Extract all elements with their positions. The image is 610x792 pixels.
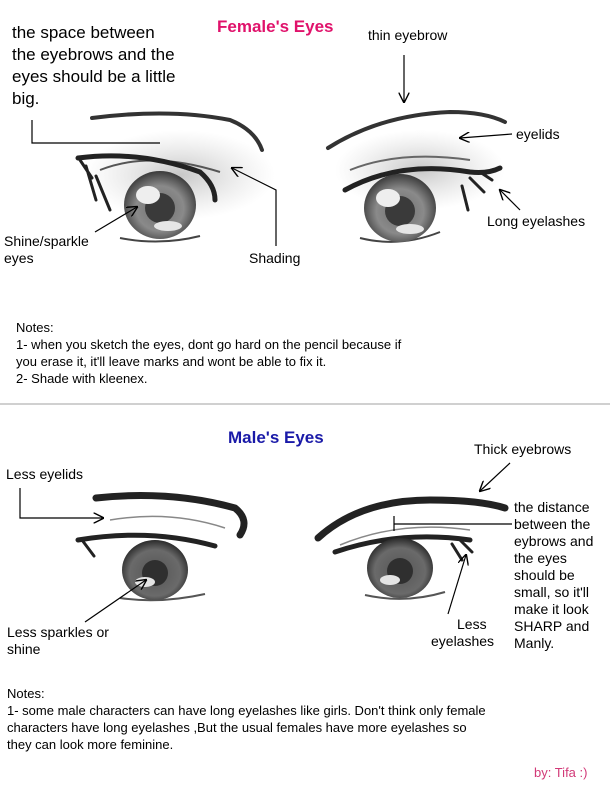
lower-highlight bbox=[154, 221, 182, 231]
shading-arrow bbox=[232, 168, 277, 246]
note-line: they can look more feminine. bbox=[7, 737, 174, 752]
sparkle-highlight bbox=[376, 189, 400, 207]
distance-line: between the bbox=[514, 516, 591, 532]
distance-bracket-line bbox=[393, 516, 512, 531]
outer-eyelashes bbox=[460, 170, 494, 212]
distance-line: Manly. bbox=[514, 635, 555, 651]
intro-line: the space between bbox=[12, 23, 155, 42]
male-left-eye bbox=[75, 492, 248, 602]
female-title: Female's Eyes bbox=[217, 17, 334, 36]
lower-highlight bbox=[396, 224, 424, 234]
female-left-eye bbox=[75, 111, 275, 243]
eyelids-arrow bbox=[460, 134, 513, 138]
author-credit: by: Tifa :) bbox=[534, 765, 588, 780]
eyebrow-stroke bbox=[90, 111, 264, 152]
eyebrow-stroke bbox=[326, 109, 507, 150]
thin-eyebrow-label: thin eyebrow bbox=[368, 27, 448, 43]
upper-lash-line bbox=[342, 165, 503, 193]
small-highlight bbox=[380, 575, 400, 585]
notes-heading: Notes: bbox=[16, 320, 54, 335]
outer-eyelashes bbox=[78, 158, 112, 212]
intro-line: eyes should be a little bbox=[12, 67, 176, 86]
upper-lash-line bbox=[332, 534, 473, 555]
thick-eyebrow bbox=[314, 496, 509, 542]
thick-eyebrows-arrow bbox=[480, 462, 511, 491]
less-eyelashes-arrow bbox=[447, 555, 466, 615]
male-right-eye bbox=[314, 496, 509, 600]
less-sparkles-label: Less sparkles or bbox=[7, 624, 109, 640]
lower-lash-line bbox=[364, 591, 446, 600]
upper-lash-line bbox=[75, 532, 218, 549]
note-line: characters have long eyelashes ,But the … bbox=[7, 720, 467, 735]
shading-label: Shading bbox=[249, 250, 301, 266]
intro-line: the eyebrows and the bbox=[12, 45, 175, 64]
less-sparkles-label-line2: shine bbox=[7, 641, 41, 657]
eyelid-crease bbox=[109, 515, 226, 529]
less-eyelids-label: Less eyelids bbox=[6, 466, 84, 482]
distance-line: should be bbox=[514, 567, 575, 583]
notes-heading: Notes: bbox=[7, 686, 45, 701]
shine-sparkle-label: Shine/sparkle bbox=[4, 233, 89, 249]
shine-arrow bbox=[94, 207, 137, 233]
spacing-bracket-line bbox=[31, 120, 160, 144]
lower-lash-line bbox=[119, 235, 201, 243]
long-eyelashes-label: Long eyelashes bbox=[487, 213, 586, 229]
less-sparkles-arrow bbox=[84, 580, 146, 623]
note-line: 2- Shade with kleenex. bbox=[16, 371, 148, 386]
upper-lash-line bbox=[75, 153, 218, 203]
female-right-eye bbox=[326, 109, 507, 243]
distance-line: the eyes bbox=[514, 550, 567, 566]
sparkle-highlight bbox=[136, 186, 160, 204]
thick-eyebrows-label: Thick eyebrows bbox=[474, 441, 572, 457]
shine-sparkle-label-line2: eyes bbox=[4, 250, 34, 266]
lower-lash-line bbox=[119, 593, 206, 602]
less-eyelashes-label: Less bbox=[457, 616, 487, 632]
note-line: 1- when you sketch the eyes, dont go har… bbox=[16, 337, 402, 352]
note-line: 1- some male characters can have long ey… bbox=[7, 703, 486, 718]
distance-line: eybrows and bbox=[514, 533, 594, 549]
long-eyelashes-arrow bbox=[500, 190, 521, 211]
eyelid-crease bbox=[339, 526, 471, 546]
eyelids-label: eyelids bbox=[516, 126, 560, 142]
note-line: you erase it, it'll leave marks and wont… bbox=[16, 354, 327, 369]
eyelid-crease bbox=[349, 155, 471, 171]
intro-line: big. bbox=[12, 89, 40, 108]
outer-eyelash bbox=[80, 538, 96, 558]
distance-line: small, so it'll bbox=[514, 584, 590, 600]
male-title: Male's Eyes bbox=[228, 428, 324, 447]
distance-line: the distance bbox=[514, 499, 590, 515]
thick-eyebrow bbox=[92, 492, 248, 539]
outer-eyelashes bbox=[450, 538, 474, 562]
distance-line: make it look bbox=[514, 601, 589, 617]
distance-line: SHARP and bbox=[514, 618, 590, 634]
less-eyelashes-label-line2: eyelashes bbox=[431, 633, 495, 649]
less-eyelids-arrow bbox=[19, 488, 103, 518]
